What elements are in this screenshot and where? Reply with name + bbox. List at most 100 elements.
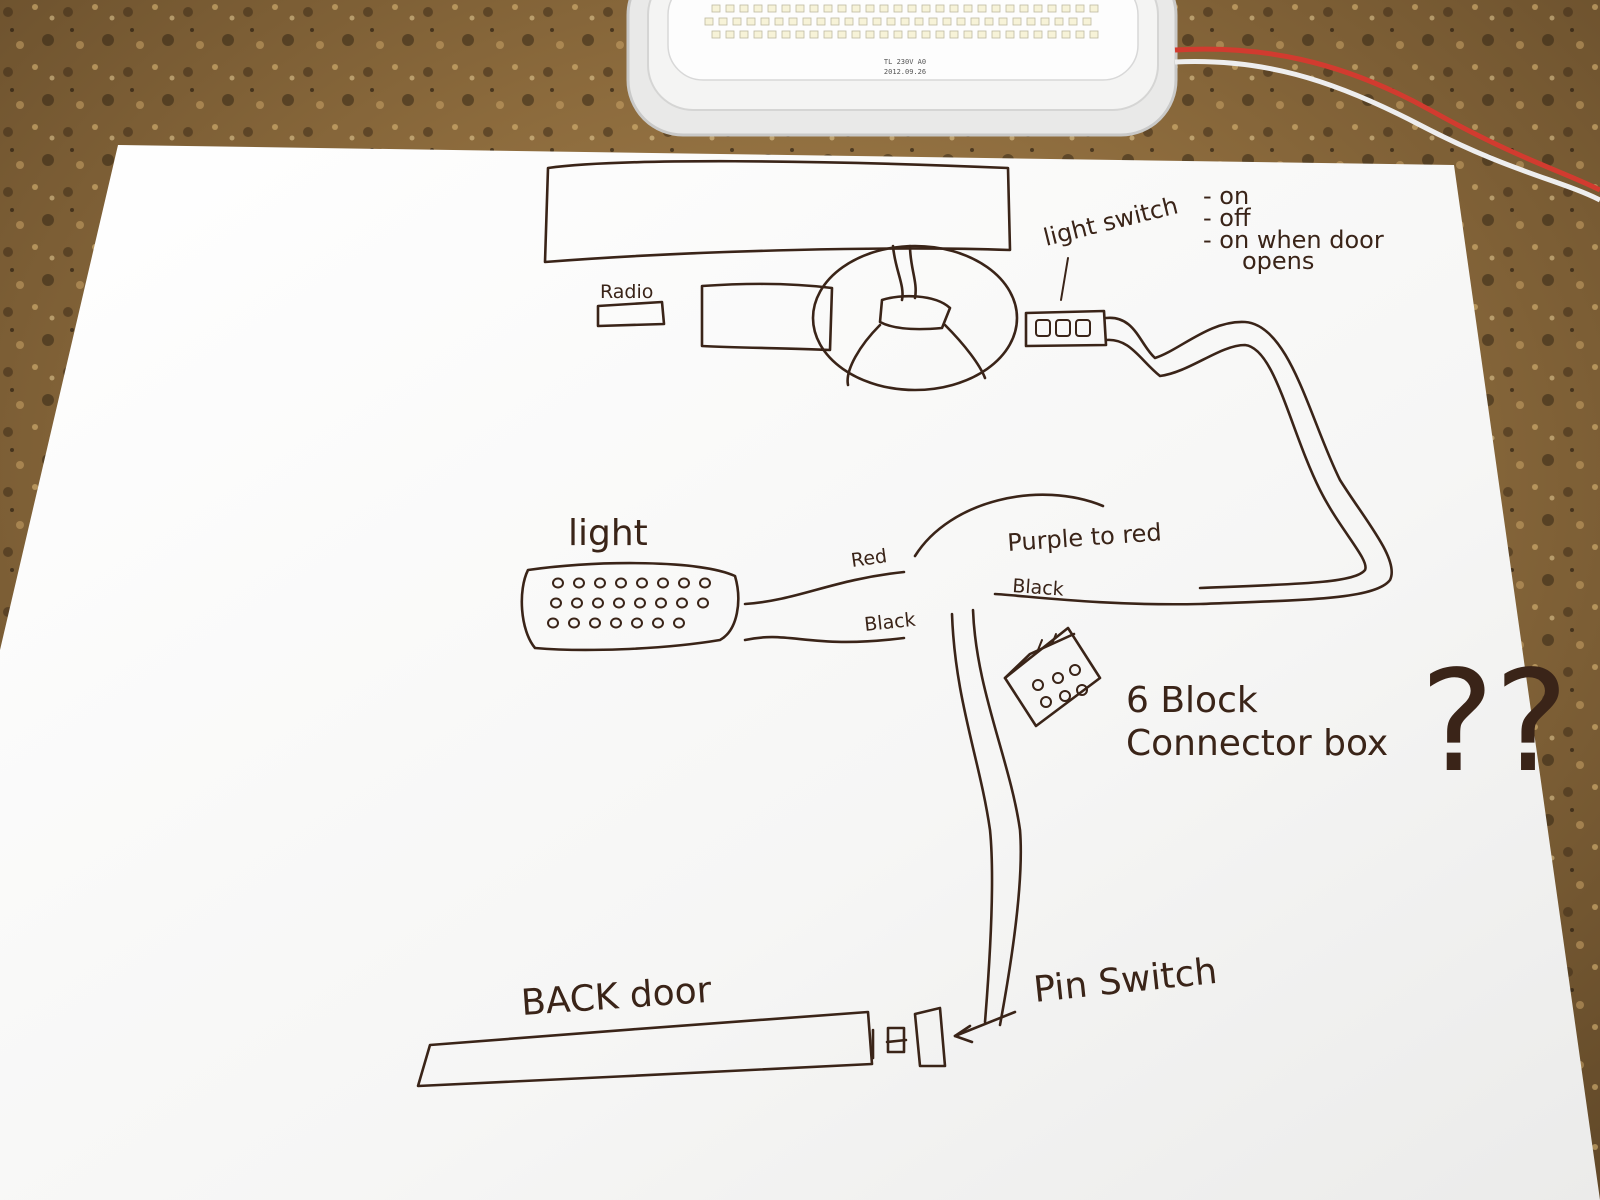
- led-chip: [704, 17, 714, 26]
- led-chip: [886, 17, 896, 26]
- light-led-dot: [699, 577, 711, 589]
- led-chip: [746, 17, 756, 26]
- light-led-dot: [652, 617, 664, 629]
- led-chip: [711, 4, 721, 13]
- steering-wheel: [811, 244, 1019, 392]
- led-chip: [788, 17, 798, 26]
- led-chip: [718, 17, 728, 26]
- led-chip: [1075, 4, 1085, 13]
- led-chip: [921, 30, 931, 39]
- led-chip: [879, 30, 889, 39]
- dashboard-sketch: [543, 159, 1108, 392]
- switch-mode-door: - on when door: [1203, 226, 1384, 254]
- led-chip: [991, 30, 1001, 39]
- connector-label-line2: Connector box: [1126, 723, 1388, 764]
- led-chip: [879, 4, 889, 13]
- led-chip: [865, 4, 875, 13]
- light-outline: [520, 561, 740, 652]
- led-chip: [907, 30, 917, 39]
- light-switch-pointer: [1060, 257, 1069, 301]
- led-chip: [781, 30, 791, 39]
- led-chip: [977, 4, 987, 13]
- light-led-dot: [571, 597, 583, 609]
- fixture-chip-date: 2012.09.26: [884, 68, 926, 76]
- light-led-dot: [673, 617, 685, 629]
- light-led-dot: [610, 617, 622, 629]
- switch-mode-door-cont: opens: [1242, 247, 1314, 275]
- led-chip: [837, 30, 847, 39]
- gauge-cluster: [700, 282, 834, 352]
- led-chip: [1033, 30, 1043, 39]
- red-wire-sketch: [743, 570, 906, 606]
- light-led-dot: [552, 577, 564, 589]
- led-chip: [928, 17, 938, 26]
- led-chip: [1054, 17, 1064, 26]
- led-chip: [984, 17, 994, 26]
- led-chip: [935, 4, 945, 13]
- question-marks: ??: [1420, 641, 1569, 804]
- switch-mode-on: - on: [1203, 182, 1249, 210]
- light-led-dot: [631, 617, 643, 629]
- black-wire-sketch: [743, 635, 906, 644]
- led-chip: [1005, 4, 1015, 13]
- switch-mode-off: - off: [1203, 204, 1251, 232]
- connector-label-line1: 6 Block: [1126, 680, 1258, 721]
- red-wire: [1174, 46, 1600, 193]
- led-chip: [711, 30, 721, 39]
- light-led-dot: [589, 617, 601, 629]
- led-chip: [942, 17, 952, 26]
- light-led-dot: [568, 617, 580, 629]
- led-chip: [1061, 4, 1071, 13]
- black-wire-label-left: Black: [863, 609, 916, 636]
- pin-switch-body: [913, 1006, 947, 1068]
- led-chip: [851, 4, 861, 13]
- purple-wire-arc: [913, 493, 1105, 558]
- light-label: light: [568, 513, 648, 554]
- led-chip: [949, 4, 959, 13]
- led-chip: [823, 4, 833, 13]
- light-led-dot: [655, 597, 667, 609]
- light-led-dot: [634, 597, 646, 609]
- led-chip: [809, 4, 819, 13]
- light-led-dot: [547, 617, 559, 629]
- led-chip: [760, 17, 770, 26]
- led-chip: [1026, 17, 1036, 26]
- led-chip: [767, 30, 777, 39]
- led-chip: [732, 17, 742, 26]
- light-led-dot: [615, 577, 627, 589]
- led-chip: [725, 4, 735, 13]
- led-chip: [900, 17, 910, 26]
- light-led-dot: [657, 577, 669, 589]
- led-fixture: TL 230V A0 2012.09.26: [626, 0, 1600, 203]
- led-chip: [739, 30, 749, 39]
- led-chip: [795, 30, 805, 39]
- led-chip: [970, 17, 980, 26]
- led-chip: [914, 17, 924, 26]
- led-chip: [1068, 17, 1078, 26]
- wire-harness: [743, 316, 1393, 1027]
- led-chip: [830, 17, 840, 26]
- led-chip: [1047, 30, 1057, 39]
- led-chip: [893, 4, 903, 13]
- led-chip: [1075, 30, 1085, 39]
- paper-sheet: [0, 145, 1600, 1200]
- led-chip: [823, 30, 833, 39]
- light-sketch: [520, 561, 740, 652]
- led-chip: [753, 4, 763, 13]
- pin-switch-arrow: [953, 1010, 1017, 1038]
- led-chip: [774, 17, 784, 26]
- led-chip: [753, 30, 763, 39]
- light-led-dot: [573, 577, 585, 589]
- dashboard-outline: [543, 159, 1012, 264]
- radio-box: [596, 300, 666, 328]
- light-leds: [547, 577, 711, 629]
- led-chip: [1012, 17, 1022, 26]
- led-grid: [704, 4, 1099, 39]
- led-chip: [1005, 30, 1015, 39]
- led-chip: [1089, 4, 1099, 13]
- led-chip: [767, 4, 777, 13]
- connector-box-sketch: [1003, 626, 1102, 728]
- led-chip: [949, 30, 959, 39]
- light-led-dot: [697, 597, 709, 609]
- led-chip: [963, 4, 973, 13]
